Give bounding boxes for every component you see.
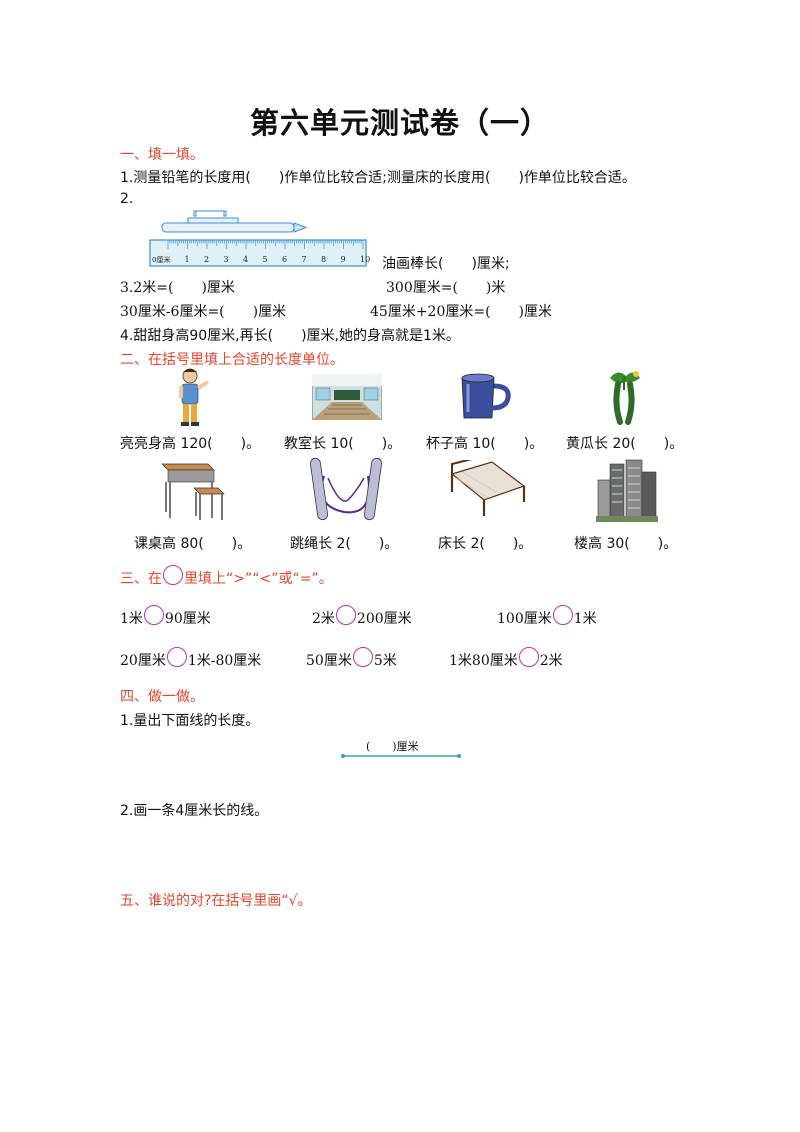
ruler-tick-label: 4 bbox=[243, 255, 248, 264]
compare-left: 50厘米 bbox=[306, 653, 352, 669]
circle-blank-icon bbox=[163, 565, 183, 585]
question-1-2-text: 油画棒长( )厘米; bbox=[382, 256, 510, 272]
compare-right: 90厘米 bbox=[164, 611, 211, 627]
item-building-height: 楼高 30( )。 bbox=[574, 536, 678, 552]
ruler-crayon-illustration: 0厘米 1 2 3 4 5 6 7 8 9 10 bbox=[149, 210, 370, 267]
compare-circle[interactable] bbox=[552, 605, 573, 625]
compare-item: 2米 200厘米 bbox=[312, 605, 412, 628]
compare-left: 2米 bbox=[312, 611, 335, 627]
ruler-tick-label: 9 bbox=[341, 255, 346, 264]
ruler-tick-label: 8 bbox=[321, 255, 326, 264]
question-1-1: 1.测量铅笔的长度用( )作单位比较合适;测量床的长度用( )作单位比较合适。 bbox=[120, 170, 636, 186]
compare-left: 100厘米 bbox=[497, 611, 552, 627]
item-cucumber-length: 黄瓜长 20( )。 bbox=[566, 436, 684, 452]
compare-item: 20厘米 1米-80厘米 bbox=[120, 647, 262, 670]
ruler-tick-label: 7 bbox=[302, 255, 307, 264]
measure-line bbox=[341, 754, 461, 758]
section-3-heading-pre: 三、在 bbox=[120, 571, 162, 587]
question-1-3c: 30厘米-6厘米=( )厘米 bbox=[120, 304, 287, 320]
compare-left: 20厘米 bbox=[120, 653, 166, 669]
building-icon bbox=[596, 459, 658, 522]
question-1-3a: 3.2米=( )厘米 bbox=[120, 280, 235, 296]
ruler-tick-label: 10 bbox=[360, 255, 370, 264]
item-liangliang-height: 亮亮身高 120( )。 bbox=[120, 436, 261, 452]
cup-icon bbox=[461, 373, 511, 419]
classroom-icon bbox=[312, 374, 382, 420]
compare-item: 50厘米 5米 bbox=[306, 647, 397, 670]
compare-item: 1米80厘米 2米 bbox=[449, 647, 563, 670]
page-title: 第六单元测试卷（一） bbox=[249, 106, 550, 140]
compare-right: 200厘米 bbox=[356, 611, 412, 627]
section-4-heading: 四、做一做。 bbox=[120, 689, 204, 705]
jump-rope-icon bbox=[309, 457, 383, 521]
bed-icon bbox=[450, 460, 526, 516]
compare-item: 100厘米 1米 bbox=[497, 605, 597, 628]
compare-left: 1米80厘米 bbox=[449, 653, 518, 669]
compare-right: 2米 bbox=[539, 653, 563, 669]
desk-icon bbox=[161, 463, 225, 520]
item-cup-height: 杯子高 10( )。 bbox=[426, 436, 544, 452]
compare-circle[interactable] bbox=[166, 647, 187, 667]
ruler-tick-label: 1 bbox=[185, 255, 190, 264]
section-3-heading-post: 里填上“>”“<”或“=”。 bbox=[184, 571, 333, 587]
crayon-icon bbox=[161, 210, 308, 233]
cucumber-icon bbox=[610, 371, 640, 425]
compare-left: 1米 bbox=[120, 611, 143, 627]
section-1-heading: 一、填一填。 bbox=[120, 147, 204, 163]
compare-circle[interactable] bbox=[143, 605, 164, 625]
question-1-2-label: 2. bbox=[120, 191, 134, 207]
ruler-tick-label: 3 bbox=[224, 255, 229, 264]
item-bed-length: 床长 2( )。 bbox=[438, 536, 533, 552]
compare-circle[interactable] bbox=[335, 605, 356, 625]
question-1-3d: 45厘米+20厘米=( )厘米 bbox=[370, 304, 553, 320]
ruler-tick-label: 2 bbox=[204, 255, 209, 264]
question-4-2: 2.画一条4厘米长的线。 bbox=[120, 803, 269, 819]
ruler-tick-label: 5 bbox=[263, 255, 268, 264]
ruler-unit-label: 0厘米 bbox=[152, 255, 170, 264]
question-1-4: 4.甜甜身高90厘米,再长( )厘米,她的身高就是1米。 bbox=[120, 328, 460, 344]
section-5-heading: 五、谁说的对?在括号里画“√。 bbox=[120, 893, 312, 909]
compare-circle[interactable] bbox=[352, 647, 373, 667]
compare-circle[interactable] bbox=[518, 647, 539, 667]
section-3-heading: 三、在 里填上“>”“<”或“=”。 bbox=[120, 565, 333, 588]
section-2-heading: 二、在括号里填上合适的长度单位。 bbox=[120, 352, 344, 368]
ruler-icon bbox=[149, 239, 367, 267]
item-desk-height: 课桌高 80( )。 bbox=[134, 536, 252, 552]
compare-right: 1米-80厘米 bbox=[187, 653, 262, 669]
measure-line-label: ( )厘米 bbox=[366, 740, 419, 753]
question-4-1: 1.量出下面线的长度。 bbox=[120, 713, 260, 729]
question-1-3b: 300厘米=( )米 bbox=[386, 280, 506, 296]
boy-icon bbox=[179, 368, 210, 426]
item-rope-length: 跳绳长 2( )。 bbox=[290, 536, 399, 552]
compare-right: 1米 bbox=[573, 611, 597, 627]
item-classroom-length: 教室长 10( )。 bbox=[284, 436, 402, 452]
compare-right: 5米 bbox=[373, 653, 397, 669]
ruler-tick-label: 6 bbox=[282, 255, 287, 264]
compare-item: 1米 90厘米 bbox=[120, 605, 211, 628]
